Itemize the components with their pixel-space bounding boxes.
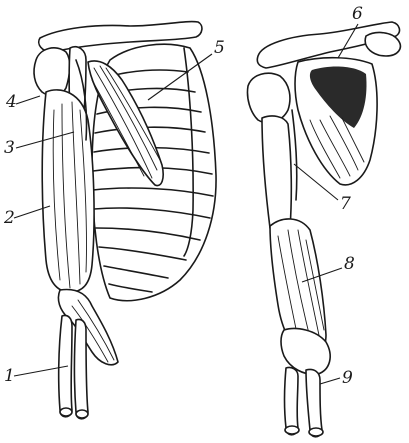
anterior-view <box>34 22 216 419</box>
radius-end-right <box>285 426 299 434</box>
label-5: 5 <box>214 40 225 57</box>
shoulder-head-left <box>34 48 70 96</box>
clavicle-left <box>39 22 202 52</box>
leader-4 <box>16 96 40 104</box>
posterior-view <box>247 22 400 437</box>
label-7: 7 <box>340 196 351 213</box>
label-1: 1 <box>4 368 15 385</box>
brachialis-tendon-upper <box>292 110 297 200</box>
forearm-ulna-left <box>75 319 89 418</box>
forearm-ulna-right <box>306 369 322 436</box>
label-9: 9 <box>342 370 353 387</box>
label-6: 6 <box>352 6 363 23</box>
sternum <box>184 48 193 256</box>
forearm-radius-right <box>285 367 299 434</box>
ulna-end-right <box>309 428 323 436</box>
ulna-end-left <box>76 410 88 418</box>
label-3: 3 <box>4 140 15 157</box>
label-8: 8 <box>344 256 355 273</box>
humerus-head-right <box>247 73 289 123</box>
radius-end-left <box>60 408 72 416</box>
pectoralis-minor <box>88 61 163 186</box>
humerus-shaft-right <box>262 116 291 234</box>
label-4: 4 <box>6 94 17 111</box>
label-2: 2 <box>4 210 15 227</box>
leader-9 <box>320 378 340 384</box>
